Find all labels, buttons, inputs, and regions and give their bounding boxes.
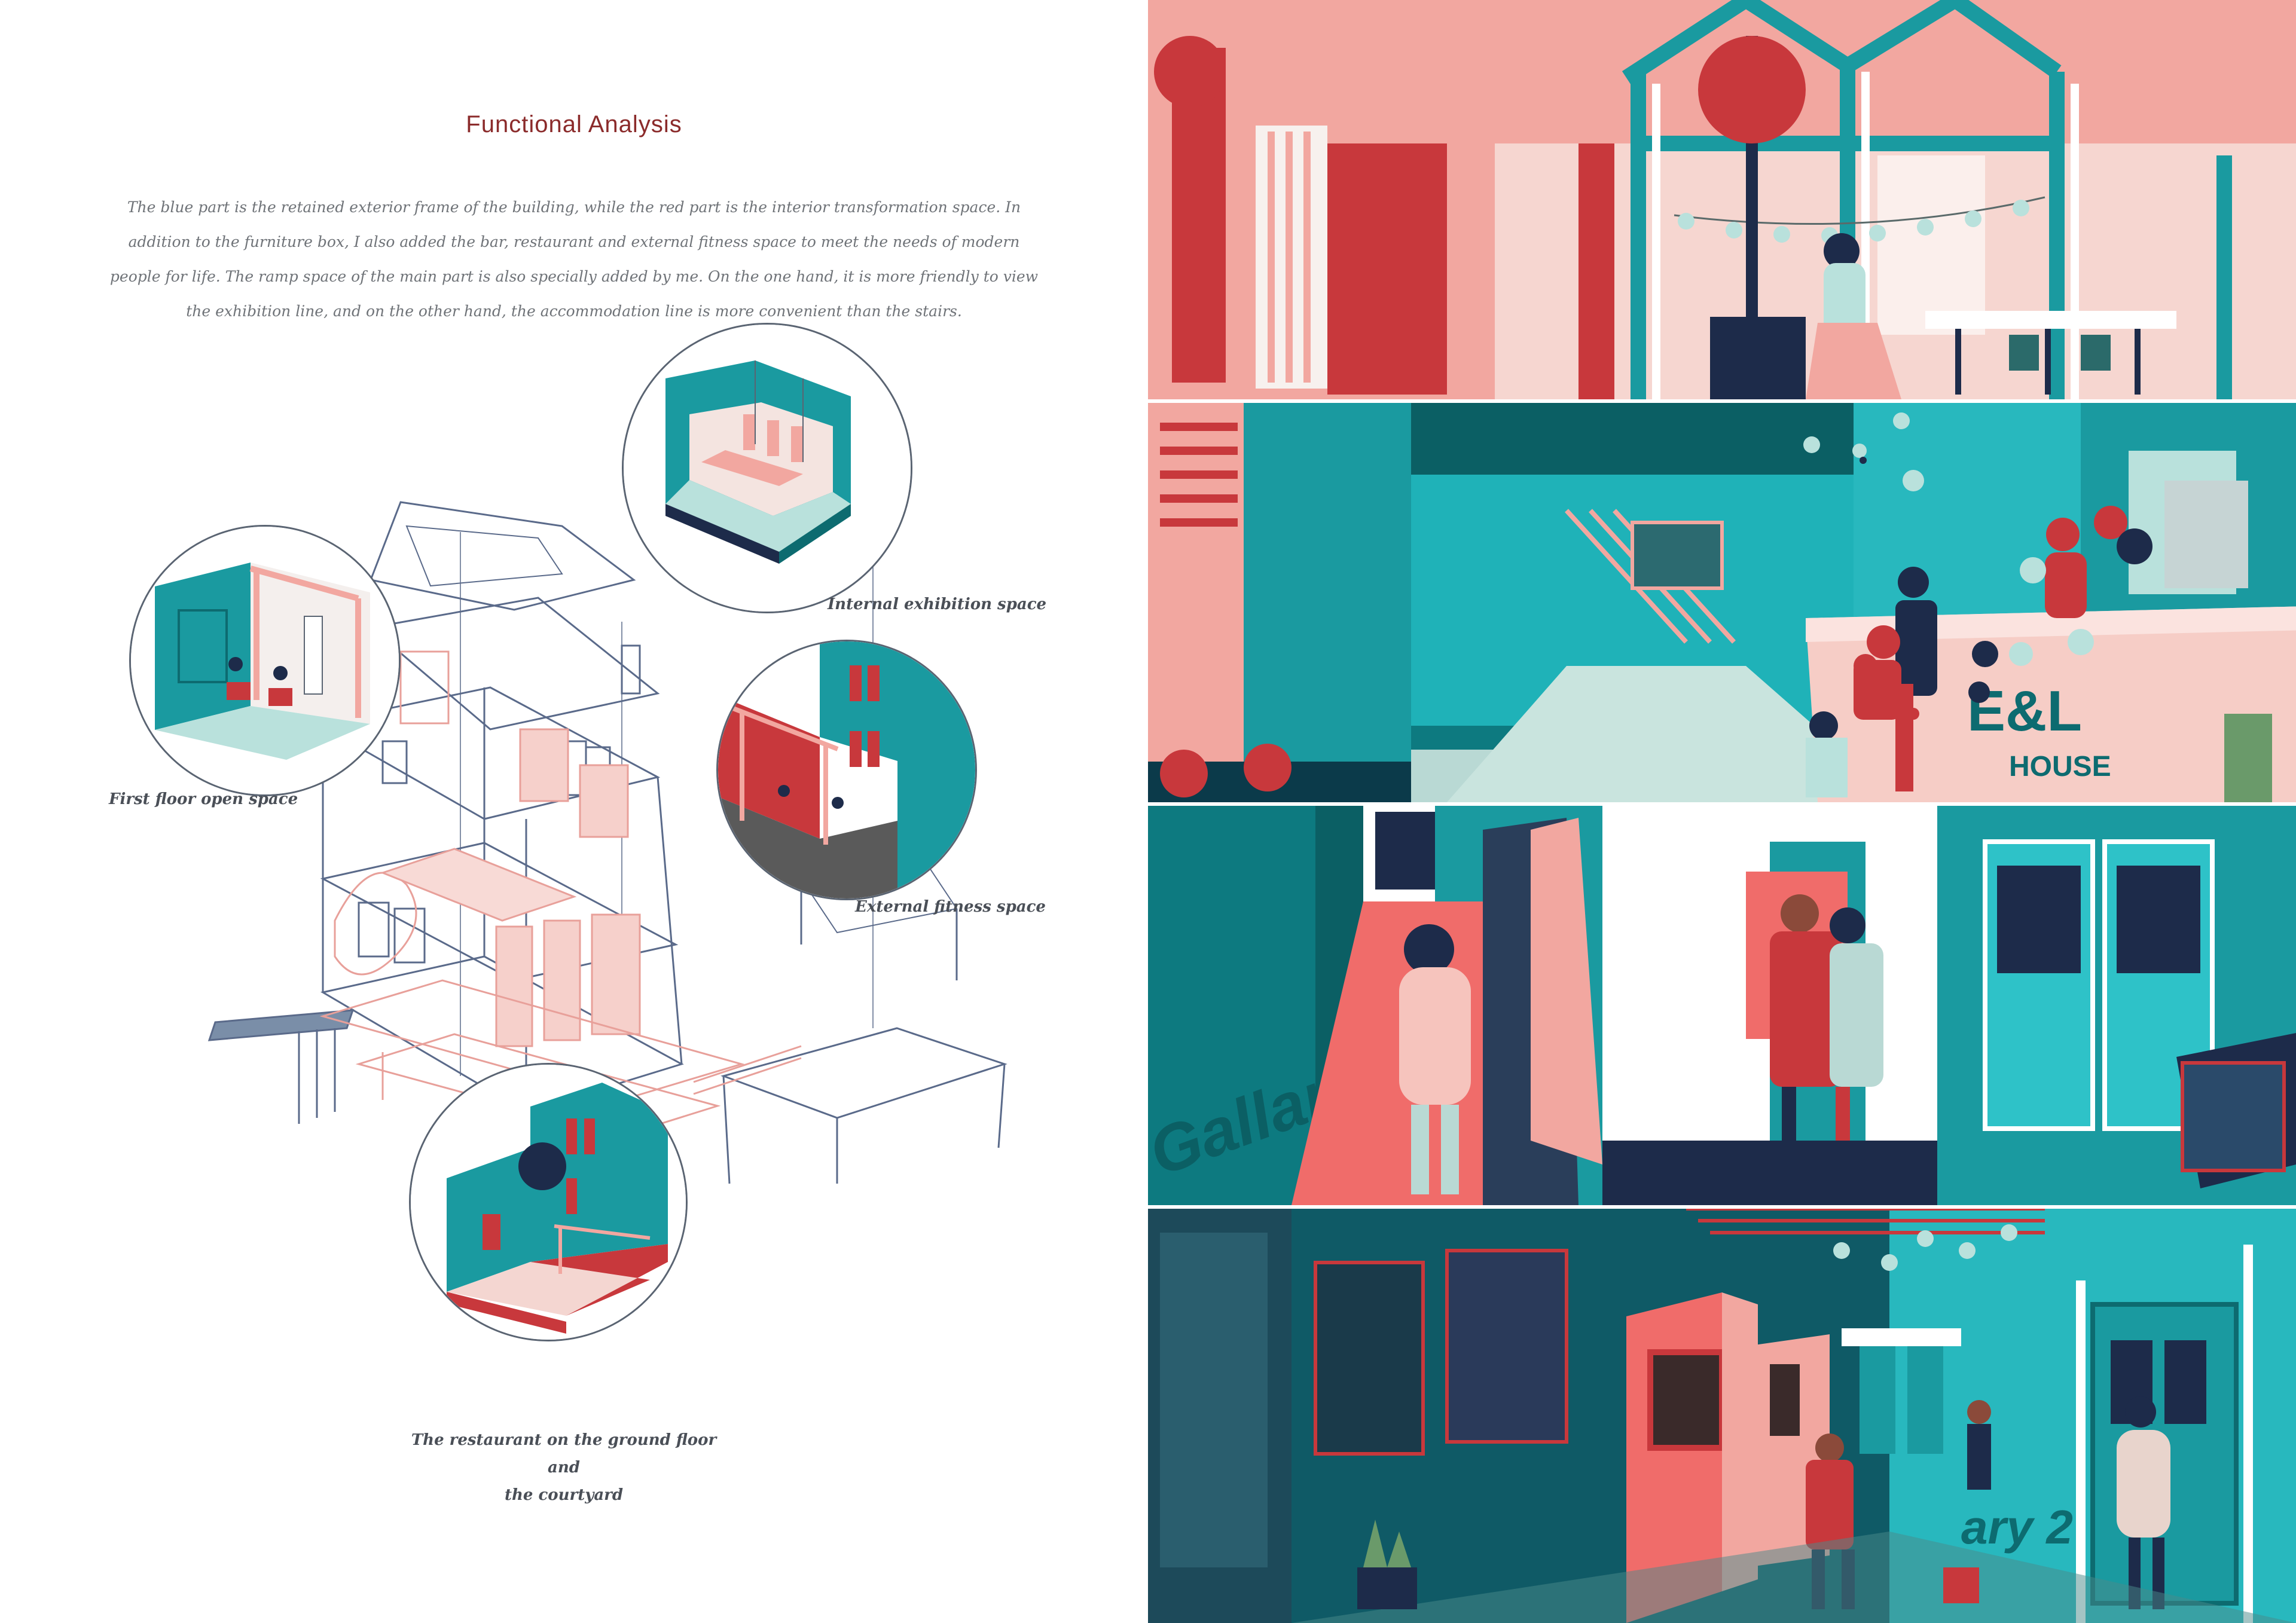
gallery-box-illustration: ary 2	[1148, 1209, 2296, 1623]
label-restaurant-line1: The restaurant on the ground floor	[411, 1431, 717, 1449]
label-restaurant-line3: the courtyard	[504, 1486, 624, 1504]
courtyard-illustration	[1148, 0, 2296, 399]
page-title: Functional Analysis	[466, 111, 682, 137]
label-internal-exhibition: Internal exhibition space	[828, 595, 1047, 613]
restaurant-detail-circle	[409, 1063, 688, 1341]
label-restaurant-line2: and	[548, 1459, 580, 1477]
exhibition-detail-circle	[622, 323, 912, 613]
label-first-floor: First floor open space	[109, 790, 298, 808]
first-floor-detail-circle	[129, 525, 401, 796]
fitness-detail-circle	[716, 640, 977, 900]
label-external-fitness: External fitness space	[855, 898, 1046, 916]
page-description: The blue part is the retained exterior f…	[109, 198, 1039, 320]
bar-illustration: E&L HOUSE	[1148, 403, 2296, 802]
illustration-column: E&L HOUSE	[1148, 0, 2296, 1623]
gallery-corridor-illustration: Gallary 1	[1148, 806, 2296, 1205]
bar-sign-line2: HOUSE	[2009, 751, 2111, 783]
analysis-page: Functional Analysis The blue part is the…	[109, 111, 1047, 1504]
gallery-2-wall-text: ary 2	[1961, 1500, 2073, 1554]
